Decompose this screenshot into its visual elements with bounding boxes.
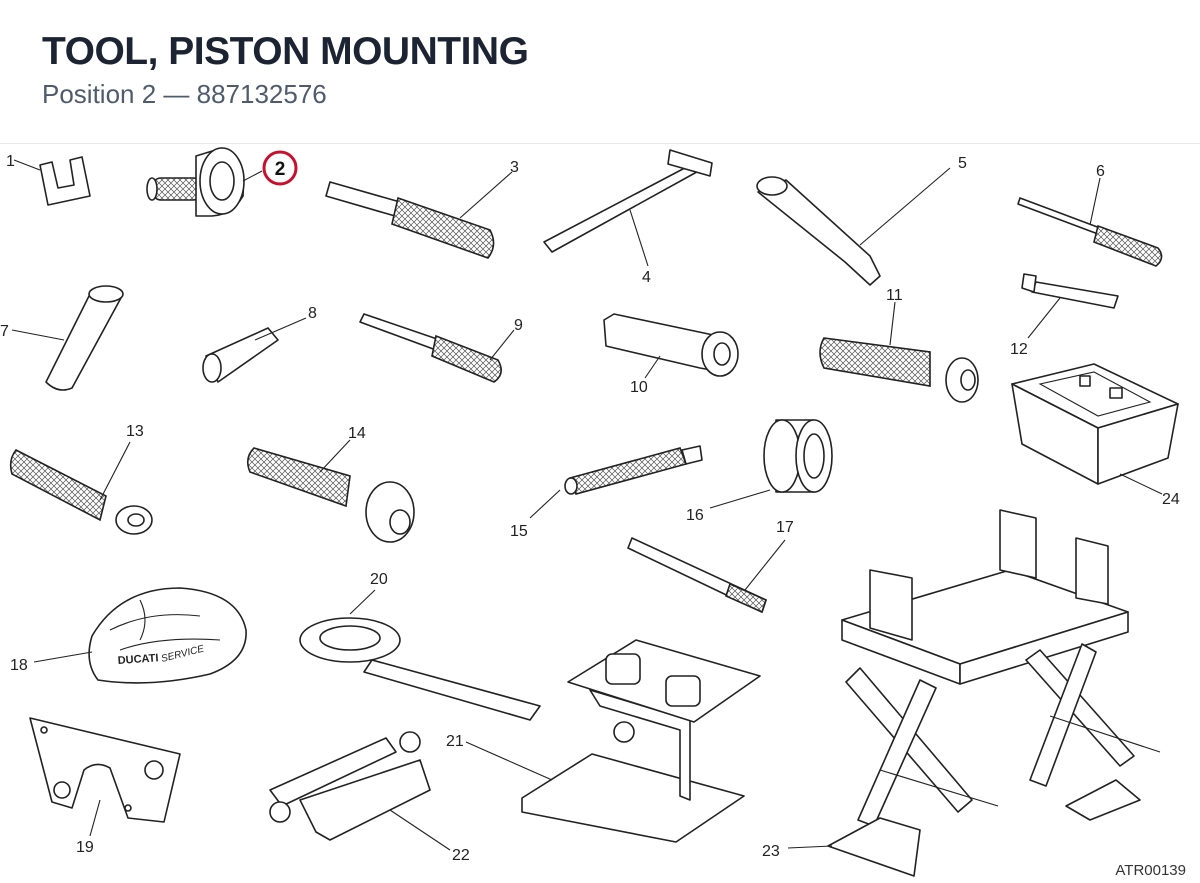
part-3-driver[interactable] — [325, 171, 513, 259]
part-7-socket-tube[interactable] — [11, 285, 124, 391]
label-part-5: 5 — [958, 155, 967, 172]
label-part-18: 18 — [10, 657, 28, 674]
part-17-rod[interactable] — [627, 537, 786, 614]
part-9-driver[interactable] — [359, 313, 515, 383]
label-part-7: 7 — [0, 323, 9, 340]
label-part-3: 3 — [510, 159, 519, 176]
label-part-24: 24 — [1162, 491, 1180, 508]
page-title: TOOL, PISTON MOUNTING — [42, 30, 529, 73]
part-4-bar-tool[interactable] — [543, 149, 713, 267]
ducati-logo-text: DUCATI — [117, 652, 158, 667]
drawing-reference: ATR00139 — [1115, 862, 1186, 879]
label-part-9: 9 — [514, 317, 523, 334]
highlight-callout-ring — [262, 150, 298, 186]
part-10-guide[interactable] — [603, 313, 739, 379]
highlight-callout-label: 2 — [275, 159, 286, 180]
page-subtitle: Position 2 — 887132576 — [42, 79, 327, 109]
part-15-threaded-rod[interactable] — [529, 445, 703, 519]
part-1-fork-plate[interactable] — [13, 156, 91, 206]
label-part-12: 12 — [1010, 341, 1028, 358]
part-19-plate[interactable] — [29, 717, 181, 837]
part-16-ring[interactable] — [709, 419, 833, 509]
label-part-10: 10 — [630, 379, 648, 396]
part-22-crank[interactable] — [269, 731, 451, 851]
part-24-parts-tray[interactable] — [1011, 363, 1179, 495]
label-part-21: 21 — [446, 733, 464, 750]
label-part-13: 13 — [126, 423, 144, 440]
part-8-cone[interactable] — [202, 317, 307, 383]
label-part-6: 6 — [1096, 163, 1105, 180]
part-13-handle-tool[interactable] — [9, 441, 153, 535]
label-part-8: 8 — [308, 305, 317, 322]
header: TOOL, PISTON MOUNTING Position 2 — 88713… — [42, 30, 529, 110]
label-part-15: 15 — [510, 523, 528, 540]
part-23-engine-support-stand[interactable] — [787, 509, 1161, 877]
part-11-handle-tool[interactable] — [819, 301, 979, 403]
part-12-pin[interactable] — [1021, 273, 1119, 339]
label-part-14: 14 — [348, 425, 366, 442]
part-2-piston-mounting-tool[interactable] — [146, 147, 263, 217]
label-part-1: 1 — [6, 153, 15, 170]
label-part-16: 16 — [686, 507, 704, 524]
part-14-handle-tool[interactable] — [246, 439, 415, 543]
label-part-20: 20 — [370, 571, 388, 588]
part-5-sleeve[interactable] — [756, 167, 951, 286]
label-part-19: 19 — [76, 839, 94, 856]
label-part-23: 23 — [762, 843, 780, 860]
part-20-ring-wrench[interactable] — [299, 589, 541, 721]
part-18-service-cover[interactable]: DUCATI SERVICE — [33, 587, 247, 684]
label-part-22: 22 — [452, 847, 470, 864]
label-part-11: 11 — [886, 287, 903, 304]
header-divider — [0, 143, 1200, 144]
label-part-17: 17 — [776, 519, 794, 536]
label-part-4: 4 — [642, 269, 651, 286]
part-21-stand[interactable] — [465, 639, 761, 843]
part-6-pin-punch[interactable] — [1017, 177, 1163, 267]
